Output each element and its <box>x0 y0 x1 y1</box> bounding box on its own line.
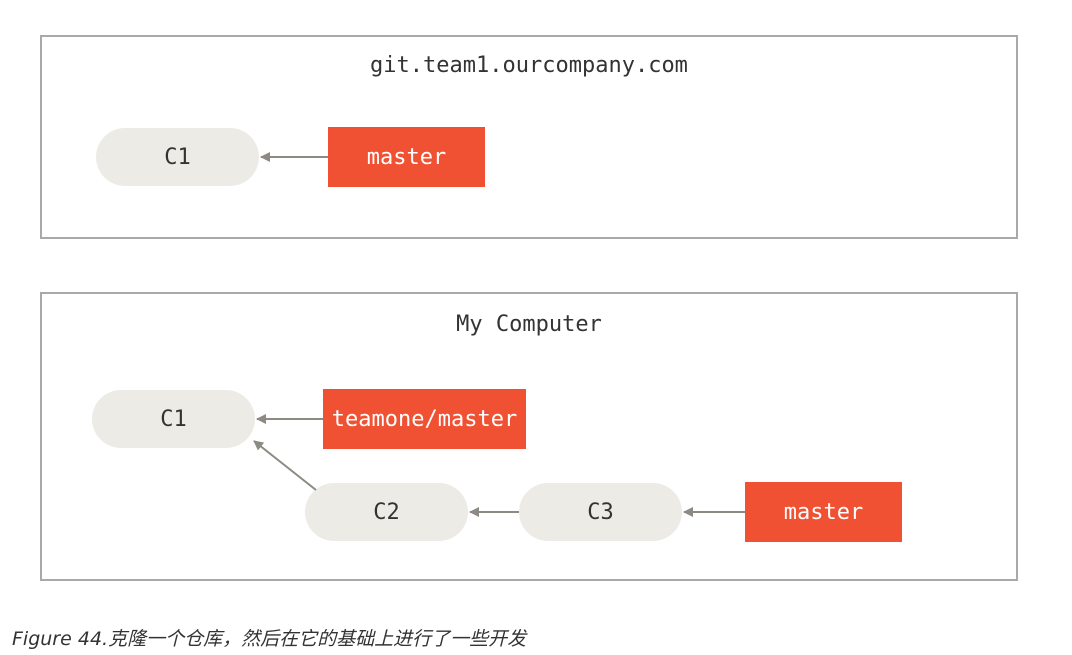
local-branch-master: master <box>745 482 902 542</box>
local-title: My Computer <box>456 312 602 337</box>
local-branch-teamone-master: teamone/master <box>323 389 526 449</box>
figure-caption-label: Figure 44. <box>12 628 109 650</box>
arrow-c2-to-c1 <box>253 440 317 491</box>
server-commit-c1: C1 <box>96 128 259 186</box>
figure-caption: Figure 44.克隆一个仓库，然后在它的基础上进行了一些开发 <box>12 624 526 651</box>
figure-caption-text: 克隆一个仓库，然后在它的基础上进行了一些开发 <box>108 628 527 650</box>
local-commit-c1: C1 <box>92 390 255 448</box>
server-branch-master: master <box>328 127 485 187</box>
server-title: git.team1.ourcompany.com <box>370 53 688 78</box>
local-commit-c2: C2 <box>305 483 468 541</box>
local-commit-c3: C3 <box>519 483 682 541</box>
